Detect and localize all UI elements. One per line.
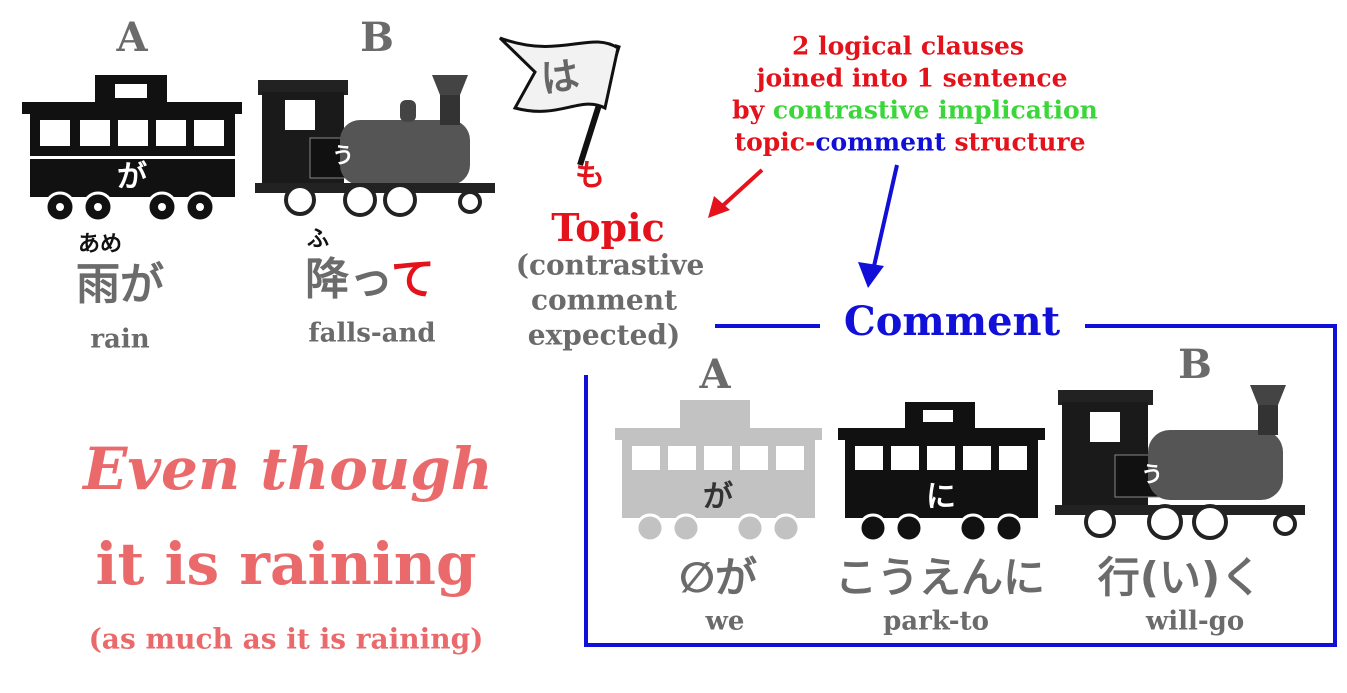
translation-line2: it is raining	[95, 530, 477, 599]
comment-box	[584, 324, 1337, 647]
translation-line3: (as much as it is raining)	[88, 622, 484, 656]
explanation-line1: 2 logical clauses	[791, 31, 1025, 61]
explanation-line3: by contrastive implication	[732, 96, 1098, 124]
car-a-particle: が	[117, 159, 147, 195]
word2-furigana: ふ	[306, 226, 330, 252]
word1: 雨が	[76, 258, 164, 310]
comment-word2-gloss: park-to	[883, 606, 989, 637]
locomotive-b-icon	[255, 75, 495, 217]
topic-note-line3: expected)	[527, 318, 681, 352]
car-a-letter: A	[116, 14, 148, 61]
comment-car-a-particle: が	[703, 479, 733, 515]
comment-car-b-particle: う	[1140, 462, 1164, 488]
topic-label: Topic	[551, 205, 665, 251]
comment-word2: こうえんに	[834, 552, 1046, 602]
word1-gloss: rain	[90, 324, 150, 355]
faded-caboose-a-icon	[615, 400, 822, 543]
comment-word1: ∅が	[679, 552, 757, 602]
comment-word3-gloss: will-go	[1145, 606, 1245, 637]
car-b-letter: B	[360, 14, 394, 61]
comment-label: Comment	[843, 298, 1061, 345]
locomotive-b-bottom-icon	[1055, 385, 1305, 540]
word2-gloss: falls-and	[308, 318, 436, 349]
comment-car-b-letter: B	[1178, 341, 1212, 388]
explanation-line2: joined into 1 sentence	[756, 63, 1068, 93]
comment-car-mid-particle: に	[926, 479, 956, 515]
blue-arrow-icon	[858, 164, 899, 288]
topic-note-line1: (contrastive	[515, 248, 705, 282]
caboose-a-icon	[22, 75, 242, 223]
flag-icon	[498, 36, 621, 166]
flag-particle: は	[537, 52, 582, 102]
comment-word1-gloss: we	[705, 606, 745, 637]
explanation-line4: topic-comment structure	[735, 128, 1086, 156]
comment-car-a-letter: A	[699, 351, 731, 398]
mo-particle: も	[575, 158, 605, 194]
comment-word3: 行(い)く	[1097, 552, 1263, 602]
word2: 降って	[305, 253, 435, 305]
car-b-particle: う	[331, 143, 355, 169]
red-arrow-icon	[708, 168, 764, 218]
explanation-structure: structure	[954, 127, 1086, 157]
explanation-comment: comment	[815, 127, 946, 157]
explanation-contrastive-implication: contrastive implication	[772, 95, 1098, 125]
topic-note-line2: comment	[530, 283, 678, 317]
explanation-topic: topic-	[734, 127, 816, 157]
word2-stem: 降っ	[305, 253, 391, 305]
word1-furigana: あめ	[77, 231, 123, 257]
explanation-by: by	[732, 95, 765, 125]
caboose-ni-icon	[838, 402, 1045, 543]
word2-suffix: て	[390, 253, 435, 305]
translation-line1: Even though	[83, 435, 493, 504]
